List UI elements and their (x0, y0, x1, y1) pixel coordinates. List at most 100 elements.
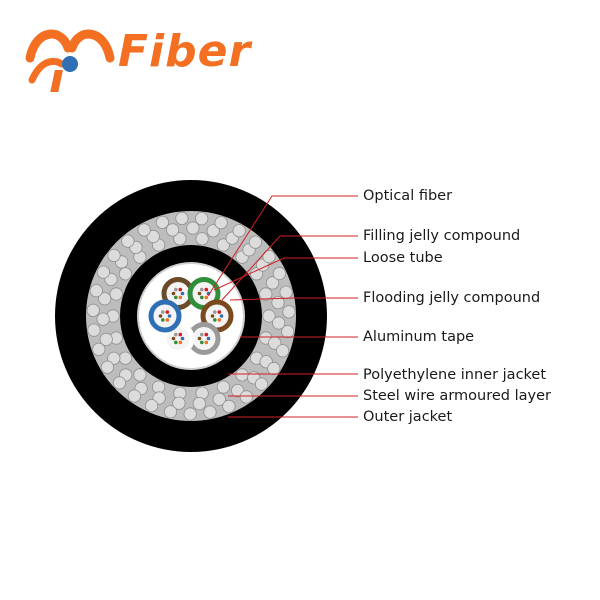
steel-wire (212, 392, 226, 406)
optical-fiber-strand (200, 340, 204, 345)
steel-wire (118, 267, 133, 281)
steel-wire (262, 250, 276, 264)
optical-fiber-strand (213, 318, 217, 322)
label-loose-tube: Loose tube (363, 250, 443, 266)
steel-wire (96, 265, 111, 279)
optical-fiber-strand (165, 318, 170, 322)
steel-wire (214, 216, 228, 230)
brand-logo: Fiber (22, 18, 262, 98)
steel-wire (216, 238, 230, 252)
optical-fiber-strand (200, 287, 204, 292)
callout-line (229, 297, 358, 301)
steel-wire (203, 405, 217, 419)
callout-line (221, 235, 358, 301)
optical-fiber-strand (180, 291, 185, 296)
steel-wire (112, 376, 127, 390)
steel-wire (262, 309, 276, 323)
optical-fiber-strand (200, 295, 204, 300)
optical-fiber-strand (178, 295, 183, 300)
steel-wire (87, 323, 101, 337)
callout-line (213, 257, 358, 291)
optical-fiber-strand (158, 314, 163, 318)
steel-wire (118, 351, 133, 365)
optical-fiber-strand (174, 287, 178, 292)
label-filling-jelly-compound: Filling jelly compound (363, 228, 520, 244)
optical-fiber-strand (171, 336, 176, 341)
label-optical-fiber: Optical fiber (363, 188, 452, 204)
optical-fiber-strand (161, 310, 165, 314)
steel-wire (137, 223, 151, 237)
optical-fiber-strand (204, 340, 209, 345)
optical-fiber-strand (213, 310, 217, 314)
optical-fiber-strand (217, 318, 222, 322)
steel-wire (173, 232, 187, 246)
optical-fiber-strand (180, 336, 185, 341)
optical-fiber-strand (165, 310, 170, 314)
steel-wire (248, 235, 262, 249)
steel-wire (192, 396, 206, 411)
optical-fiber-strand (217, 310, 222, 314)
optical-fiber-strand (178, 332, 183, 337)
steel-wire (271, 295, 285, 310)
optical-fiber-strand (167, 314, 172, 318)
optical-fiber-strand (171, 291, 176, 296)
steel-wire (195, 212, 209, 226)
optical-fiber-strand (178, 340, 183, 345)
steel-wire (96, 312, 110, 326)
optical-fiber-strand (204, 332, 209, 337)
optical-fiber-strand (206, 336, 211, 341)
steel-wire (281, 324, 295, 339)
brand-mark-icon (25, 29, 115, 92)
label-outer-jacket: Outer jacket (363, 409, 452, 425)
steel-wire (107, 351, 121, 365)
optical-fiber-strand (197, 291, 202, 296)
steel-wire (86, 303, 100, 317)
optical-fiber-strand (204, 287, 209, 292)
steel-wire (265, 276, 280, 290)
steel-wire (272, 266, 286, 281)
steel-wire (259, 287, 273, 301)
label-flooding-jelly-compound: Flooding jelly compound (363, 290, 540, 306)
optical-fiber-strand (161, 318, 165, 322)
steel-wire (279, 285, 293, 299)
steel-wire (92, 342, 106, 356)
steel-wire (166, 223, 180, 237)
steel-wire (145, 399, 159, 413)
label-aluminum-tape: Aluminum tape (363, 329, 474, 345)
steel-wire (163, 405, 178, 419)
steel-wire (100, 360, 115, 374)
steel-wire (133, 368, 147, 382)
label-steel-wire-armoured-layer: Steel wire armoured layer (363, 388, 551, 404)
steel-wire (206, 224, 220, 238)
steel-wire (232, 224, 246, 238)
optical-fiber-strand (178, 287, 183, 292)
steel-wire (99, 332, 113, 346)
steel-wire (275, 344, 290, 358)
steel-wire (216, 380, 230, 394)
optical-fiber-strand (204, 295, 209, 300)
optical-fiber-strand (197, 336, 202, 341)
optical-fiber-strand (174, 332, 178, 337)
steel-wire (282, 305, 296, 319)
steel-wire (98, 292, 112, 306)
steel-wire (195, 232, 209, 246)
optical-fiber-strand (174, 295, 178, 300)
brand-name: Fiber (118, 26, 252, 77)
steel-wire (267, 361, 281, 376)
steel-wire (183, 407, 197, 421)
steel-wire (155, 215, 169, 229)
steel-wire (152, 380, 166, 394)
steel-wire (121, 234, 135, 248)
steel-wire (272, 316, 286, 330)
steel-wire (109, 287, 123, 301)
steel-wire (107, 248, 121, 262)
steel-wire (186, 221, 200, 235)
label-polyethylene-inner-jacket: Polyethylene inner jacket (363, 367, 546, 383)
steel-wire (127, 389, 141, 403)
steel-wire (172, 396, 186, 410)
optical-fiber-strand (210, 314, 215, 318)
steel-wire (146, 229, 160, 244)
steel-wire (222, 399, 236, 413)
optical-fiber-strand (200, 332, 204, 337)
